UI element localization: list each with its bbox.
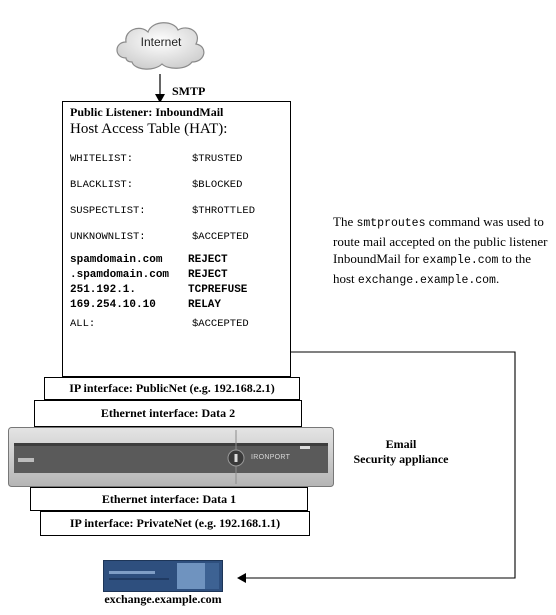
note-mid2: to the host bbox=[333, 251, 531, 286]
note-host: exchange.example.com bbox=[357, 273, 496, 287]
listener-title: Public Listener: InboundMail bbox=[70, 105, 224, 119]
hat-all-key: ALL: bbox=[70, 318, 96, 330]
smtproutes-note: The smtproutes command was used to route… bbox=[333, 213, 551, 289]
internet-cloud: Internet bbox=[112, 16, 210, 74]
hat-row-value: $THROTTLED bbox=[192, 205, 256, 217]
smtp-label: SMTP bbox=[172, 84, 206, 98]
appliance-label: Email Security appliance bbox=[336, 437, 466, 467]
security-appliance: IronPort bbox=[8, 427, 334, 487]
appliance-icon bbox=[8, 427, 334, 487]
cloud-label: Internet bbox=[140, 35, 182, 49]
server-icon bbox=[103, 560, 223, 592]
cloud-icon bbox=[116, 22, 205, 70]
hat-row-value: $ACCEPTED bbox=[192, 231, 249, 243]
note-command: smtproutes bbox=[356, 217, 426, 230]
hat-row-key: SUSPECTLIST: bbox=[70, 205, 146, 217]
appliance-label-line1: Email bbox=[385, 437, 417, 451]
hat-row-key: BLACKLIST: bbox=[70, 179, 134, 191]
ethernet-data2: Ethernet interface: Data 2 bbox=[34, 400, 302, 427]
public-ip-interface: IP interface: PublicNet (e.g. 192.168.2.… bbox=[44, 377, 300, 400]
smtp-arrow bbox=[155, 74, 165, 103]
note-prefix: The bbox=[333, 214, 357, 229]
note-domain: example.com bbox=[422, 254, 499, 267]
hat-heading: Host Access Table (HAT): bbox=[70, 121, 228, 137]
hat-domain-key: 169.254.10.10 bbox=[70, 299, 156, 311]
server-label: exchange.example.com bbox=[104, 592, 222, 606]
hat-domain-value: TCPREFUSE bbox=[188, 284, 248, 296]
hat-domain-value: REJECT bbox=[188, 254, 228, 266]
hat-row-value: $BLOCKED bbox=[192, 179, 243, 191]
note-suffix: . bbox=[495, 270, 500, 286]
hat-domain-key: 251.192.1. bbox=[70, 284, 137, 296]
hat-domain-key: spamdomain.com bbox=[70, 254, 163, 266]
hat-domain-value: REJECT bbox=[188, 269, 228, 281]
hat-row-key: WHITELIST: bbox=[70, 153, 134, 165]
private-ip-interface: IP interface: PrivateNet (e.g. 192.168.1… bbox=[40, 511, 310, 536]
hat-row-value: $TRUSTED bbox=[192, 153, 243, 165]
hat-all-value: $ACCEPTED bbox=[192, 318, 249, 330]
hat-domain-key: .spamdomain.com bbox=[70, 269, 170, 281]
public-listener-box bbox=[62, 101, 291, 377]
note-mid1: command was used to route mail accepted … bbox=[333, 214, 548, 266]
hat-row-key: UNKNOWNLIST: bbox=[70, 231, 146, 243]
hat-domain-value: RELAY bbox=[188, 299, 222, 311]
exchange-server bbox=[103, 560, 223, 592]
appliance-label-line2: Security appliance bbox=[353, 452, 449, 466]
ethernet-data1: Ethernet interface: Data 1 bbox=[30, 487, 308, 511]
appliance-brand: IronPort bbox=[251, 454, 291, 461]
